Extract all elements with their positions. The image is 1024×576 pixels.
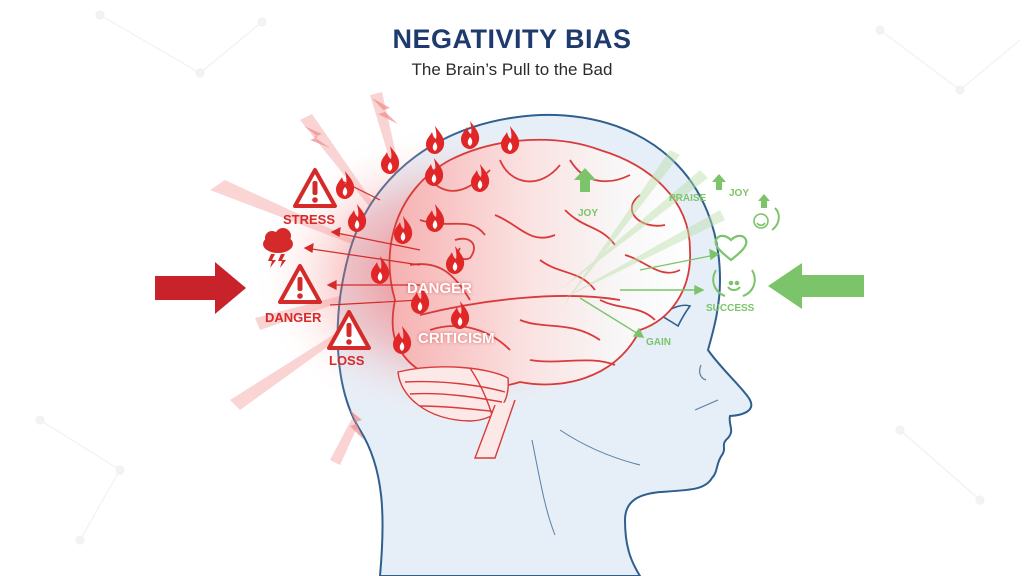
label-praise: PRAISE xyxy=(669,193,707,204)
label-loss: LOSS xyxy=(329,353,365,368)
label-danger: DANGER xyxy=(265,310,322,325)
eye-icon xyxy=(660,304,692,328)
laurel-icon xyxy=(771,207,780,231)
positive-input-arrow xyxy=(768,263,864,309)
network-background xyxy=(35,10,1021,545)
negative-arrows xyxy=(303,179,421,306)
label-joy-inner: JOY xyxy=(578,208,599,219)
lightning-bolt-icons xyxy=(304,98,398,440)
label-success: SUCCESS xyxy=(706,303,755,314)
mouth-detail xyxy=(694,399,719,411)
page-title: NEGATIVITY BIAS xyxy=(392,24,632,54)
page-subtitle: The Brain’s Pull to the Bad xyxy=(411,60,613,79)
label-gain: GAIN xyxy=(646,337,671,348)
nose-detail xyxy=(699,364,707,381)
up-arrow-icons xyxy=(574,168,770,208)
storm-cloud-icon xyxy=(263,228,293,268)
positive-rays xyxy=(560,150,725,310)
negative-input-arrow xyxy=(155,262,246,314)
label-stress: STRESS xyxy=(283,212,336,227)
smiley-icon xyxy=(753,213,769,229)
cerebellum xyxy=(397,366,516,459)
brain-label-criticism: CRITICISM xyxy=(418,330,495,347)
positive-arrows xyxy=(579,248,720,338)
heart-icon xyxy=(714,234,748,262)
label-joy: JOY xyxy=(729,188,750,199)
brain-label-danger: DANGER xyxy=(407,280,473,297)
laurel-smiley-icon xyxy=(712,269,756,297)
